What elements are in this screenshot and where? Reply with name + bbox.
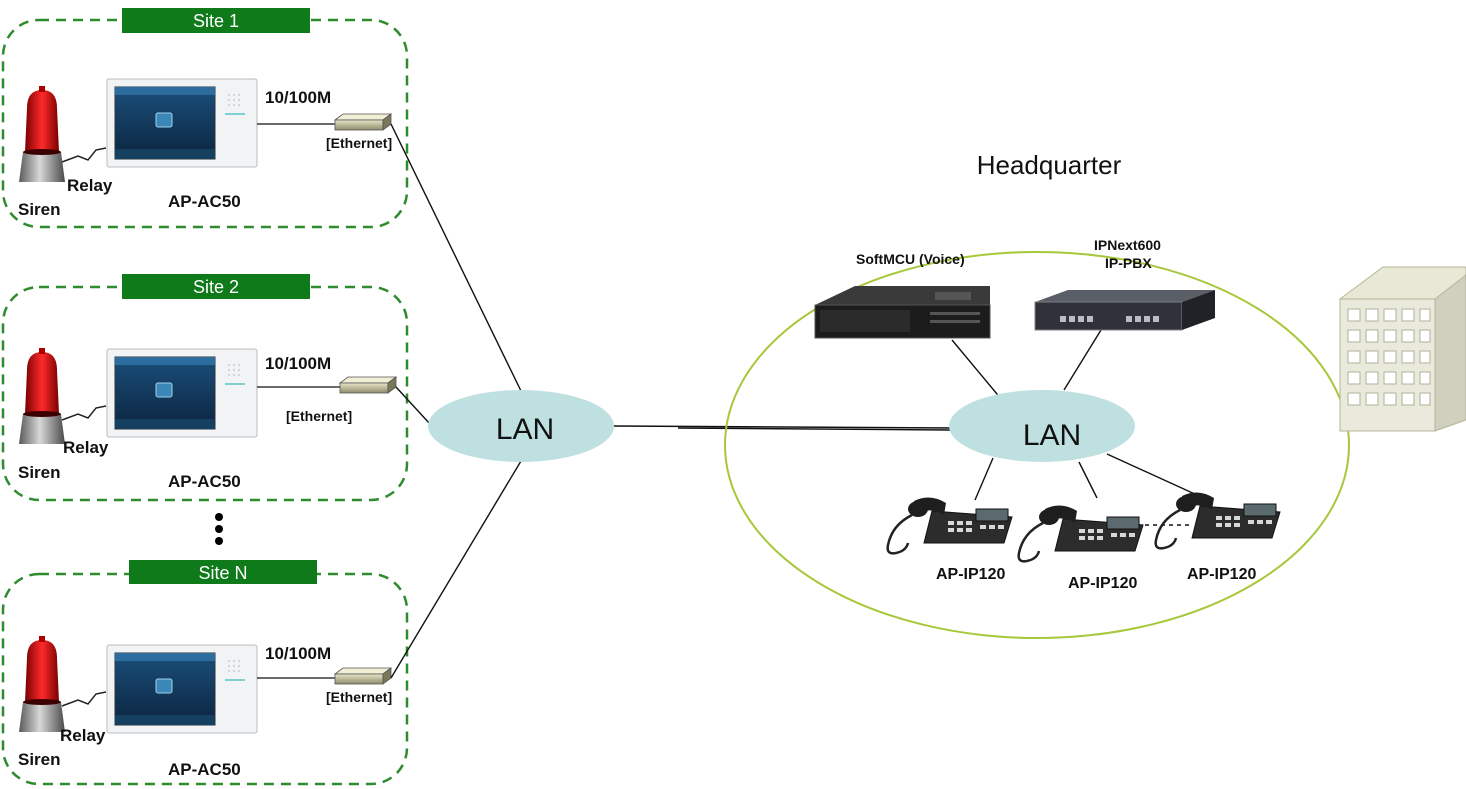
site-title: Site 1 (193, 11, 239, 31)
site-border (1, 285, 409, 502)
relay-label: Relay (60, 726, 106, 745)
ethernet-switch-icon (339, 376, 397, 394)
site-title-banner (122, 8, 310, 33)
phone-label: AP-IP120 (1068, 575, 1137, 592)
device-label: AP-AC50 (168, 472, 241, 491)
relay-wire (61, 691, 107, 707)
siren-icon (19, 348, 65, 444)
wan-lan-cloud (428, 390, 614, 462)
ip-phone-icon (1154, 491, 1282, 550)
device-label: AP-AC50 (168, 192, 241, 211)
site-border (1, 572, 409, 786)
ip-pbx-icon (1034, 290, 1215, 331)
ethernet-label: [Ethernet] (326, 135, 392, 151)
wan-lan-label: LAN (496, 413, 554, 446)
siren-label: Siren (18, 463, 61, 482)
headquarter-title: Headquarter (977, 150, 1122, 180)
bandwidth-label: 10/100M (265, 354, 331, 373)
ip-phone-icon (886, 496, 1014, 555)
hq-links (951, 329, 1198, 501)
hq-lan-cloud (949, 390, 1135, 462)
relay-label: Relay (67, 176, 113, 195)
headquarter-boundary (724, 251, 1350, 639)
ip-phone-icon (1017, 504, 1145, 563)
more-sites-dots (215, 513, 223, 545)
server-icon (814, 286, 991, 339)
bandwidth-label: 10/100M (265, 88, 331, 107)
siren-icon (19, 86, 65, 182)
phone-label: AP-IP120 (1187, 566, 1256, 583)
phone-label: AP-IP120 (936, 566, 1005, 583)
ethernet-switch-icon (334, 113, 392, 131)
ethernet-label: [Ethernet] (326, 689, 392, 705)
hq-lan-label: LAN (1023, 419, 1081, 452)
relay-wire (61, 147, 107, 163)
relay-label: Relay (63, 438, 109, 457)
site-title: Site 2 (193, 277, 239, 297)
siren-icon (19, 636, 65, 732)
site-title-banner (122, 274, 310, 299)
ipbx-label-1: IPNext600 (1094, 237, 1161, 253)
bandwidth-label: 10/100M (265, 644, 331, 663)
headquarter: Headquarter SoftMCU (Voice) (724, 150, 1350, 639)
site-2: Site 2 Relay Siren AP-AC50 10/100M [Ethe… (1, 274, 409, 502)
siren-label: Siren (18, 750, 61, 769)
ethernet-label: [Ethernet] (286, 408, 352, 424)
ipbx-label-2: IP-PBX (1105, 255, 1152, 271)
wan-links (390, 123, 956, 679)
device-label: AP-AC50 (168, 760, 241, 779)
site-title: Site N (198, 563, 247, 583)
ethernet-switch-icon (334, 667, 392, 685)
building-icon (1338, 266, 1466, 432)
intercom-panel-icon (106, 644, 258, 734)
siren-label: Siren (18, 200, 61, 219)
relay-wire (61, 405, 107, 421)
intercom-panel-icon (106, 348, 258, 438)
intercom-panel-icon (106, 78, 258, 168)
site-1: Site 1 Relay Siren AP-AC50 10/100M [Ethe… (1, 8, 409, 229)
site-title-banner (129, 560, 317, 584)
softmcu-label: SoftMCU (Voice) (856, 251, 965, 267)
site-n: Site N Relay Siren AP-AC50 10/100M [Ethe… (1, 560, 409, 786)
